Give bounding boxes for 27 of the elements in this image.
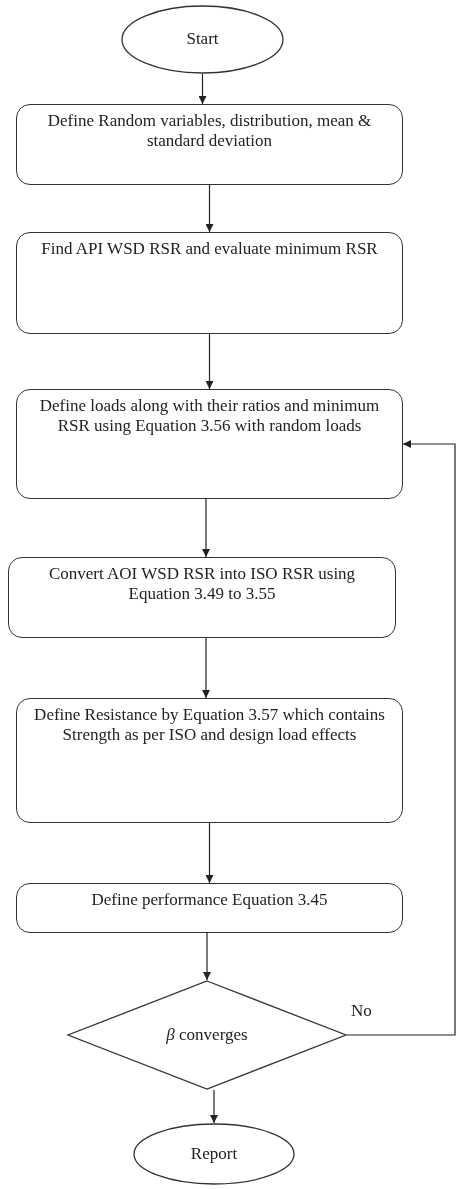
step-text: Define Random variables, distribution, mean & standard deviation bbox=[46, 111, 373, 152]
arrow bbox=[210, 1089, 218, 1124]
step-text: Find API WSD RSR and evaluate minimum RSR bbox=[41, 239, 378, 260]
arrow bbox=[202, 637, 210, 699]
step-text: Report bbox=[190, 1143, 238, 1165]
arrow bbox=[198, 73, 207, 105]
arrow bbox=[346, 440, 456, 1036]
process-box bbox=[16, 104, 403, 185]
arrow bbox=[205, 333, 214, 390]
arrow bbox=[205, 184, 214, 233]
step-text: Define performance Equation 3.45 bbox=[91, 890, 328, 911]
step-text: Define Resistance by Equation 3.57 which contains Strength as per ISO and design load effects bbox=[33, 705, 386, 746]
step-text: Start bbox=[186, 29, 219, 50]
decision-diamond bbox=[67, 980, 347, 1090]
terminal-ellipse bbox=[121, 5, 284, 74]
arrow bbox=[205, 822, 214, 884]
process-box bbox=[16, 883, 403, 933]
arrow bbox=[202, 498, 210, 558]
terminal-ellipse bbox=[133, 1123, 295, 1185]
process-box bbox=[8, 557, 396, 638]
process-box bbox=[16, 389, 403, 499]
step-text: Convert AOI WSD RSR into ISO RSR using Equation 3.49 to 3.55 bbox=[47, 564, 357, 605]
arrow bbox=[203, 932, 211, 981]
step-text: Define loads along with their ratios and minimum RSR using Equation 3.56 with random loads bbox=[38, 396, 381, 437]
process-box bbox=[16, 232, 403, 334]
process-box bbox=[16, 698, 403, 823]
step-text: β converges bbox=[166, 1024, 248, 1046]
